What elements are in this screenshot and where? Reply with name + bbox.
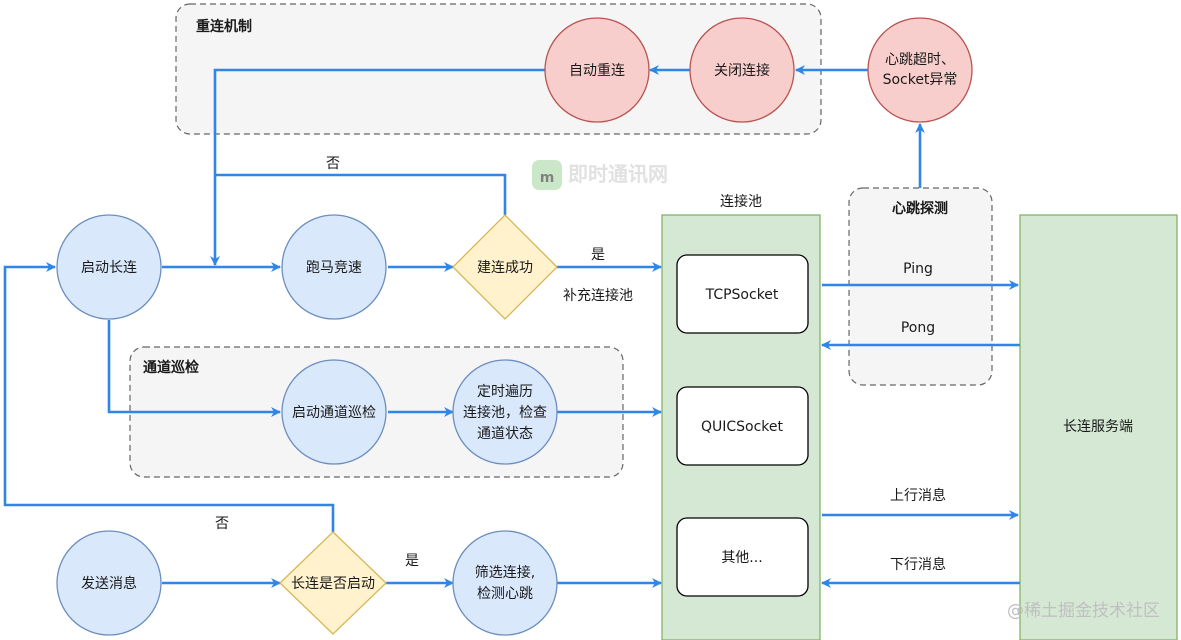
label-ping: Ping xyxy=(903,261,933,277)
label-yes-bottom: 是 xyxy=(405,553,419,569)
label-pong: Pong xyxy=(901,320,935,336)
node-is-started: 长连是否启动 xyxy=(279,531,387,635)
socket-other: 其他... xyxy=(676,517,809,597)
node-heartbeat-timeout: 心跳超时、 Socket异常 xyxy=(867,17,973,123)
horse-race-label: 跑马竞速 xyxy=(306,259,362,276)
node-horse-race: 跑马竞速 xyxy=(281,214,387,320)
label-up-message: 上行消息 xyxy=(890,487,946,504)
edge-success-no xyxy=(215,173,507,215)
label-yes-top: 是 xyxy=(591,247,605,263)
label-fill-pool: 补充连接池 xyxy=(563,287,633,304)
group-reconnect-title: 重连机制 xyxy=(196,18,252,35)
edge-reconnect-to-race xyxy=(210,68,545,266)
tcp-label: TCPSocket xyxy=(705,287,779,303)
node-filter-connection: 筛选连接, 检测心跳 xyxy=(452,530,558,636)
start-long-label: 启动长连 xyxy=(81,260,137,276)
node-build-success: 建连成功 xyxy=(452,214,558,320)
is-started-label: 长连是否启动 xyxy=(291,576,375,592)
node-start-inspection: 启动通道巡检 xyxy=(281,359,387,465)
close-connection-label: 关闭连接 xyxy=(714,62,770,79)
node-send-message: 发送消息 xyxy=(56,530,162,636)
edge-start-to-inspect xyxy=(107,320,281,417)
send-message-label: 发送消息 xyxy=(81,575,137,592)
long-connection-server: 长连服务端 xyxy=(1019,214,1178,640)
filter-line-2: 检测心跳 xyxy=(477,586,533,602)
start-inspection-label: 启动通道巡检 xyxy=(292,405,376,421)
auto-reconnect-label: 自动重连 xyxy=(569,63,625,79)
filter-line-1: 筛选连接, xyxy=(475,564,535,581)
timed-traverse-line-1: 定时遍历 xyxy=(477,384,533,400)
logo-text: 即时通讯网 xyxy=(568,162,668,186)
group-inspection-title: 通道巡检 xyxy=(143,359,199,376)
hb-timeout-line-2: Socket异常 xyxy=(883,72,958,88)
connection-pool-title: 连接池 xyxy=(720,193,762,210)
socket-tcp: TCPSocket xyxy=(676,254,809,334)
group-heartbeat: 心跳探测 xyxy=(848,187,993,386)
build-success-label: 建连成功 xyxy=(477,260,533,276)
hb-timeout-line-1: 心跳超时、 xyxy=(885,52,955,68)
watermark: @稀土掘金技术社区 xyxy=(1007,601,1160,621)
label-down-message: 下行消息 xyxy=(890,556,946,573)
node-timed-traverse: 定时遍历 连接池，检查 通道状态 xyxy=(452,359,558,465)
timed-traverse-line-2: 连接池，检查 xyxy=(463,404,547,421)
edge-check-no-to-start xyxy=(3,262,335,532)
server-label: 长连服务端 xyxy=(1063,419,1133,435)
other-label: 其他... xyxy=(721,550,762,566)
group-heartbeat-title: 心跳探测 xyxy=(892,200,948,217)
socket-quic: QUICSocket xyxy=(676,386,809,466)
node-auto-reconnect: 自动重连 xyxy=(544,17,650,123)
logo: m 即时通讯网 xyxy=(532,160,668,190)
node-close-connection: 关闭连接 xyxy=(689,17,795,123)
logo-mark-icon: m xyxy=(540,170,555,186)
timed-traverse-line-3: 通道状态 xyxy=(477,426,533,442)
label-no-top: 否 xyxy=(326,156,340,172)
label-no-bottom: 否 xyxy=(215,516,229,532)
quic-label: QUICSocket xyxy=(701,419,784,435)
edges xyxy=(3,65,1020,588)
node-start-long-connection: 启动长连 xyxy=(56,214,162,320)
